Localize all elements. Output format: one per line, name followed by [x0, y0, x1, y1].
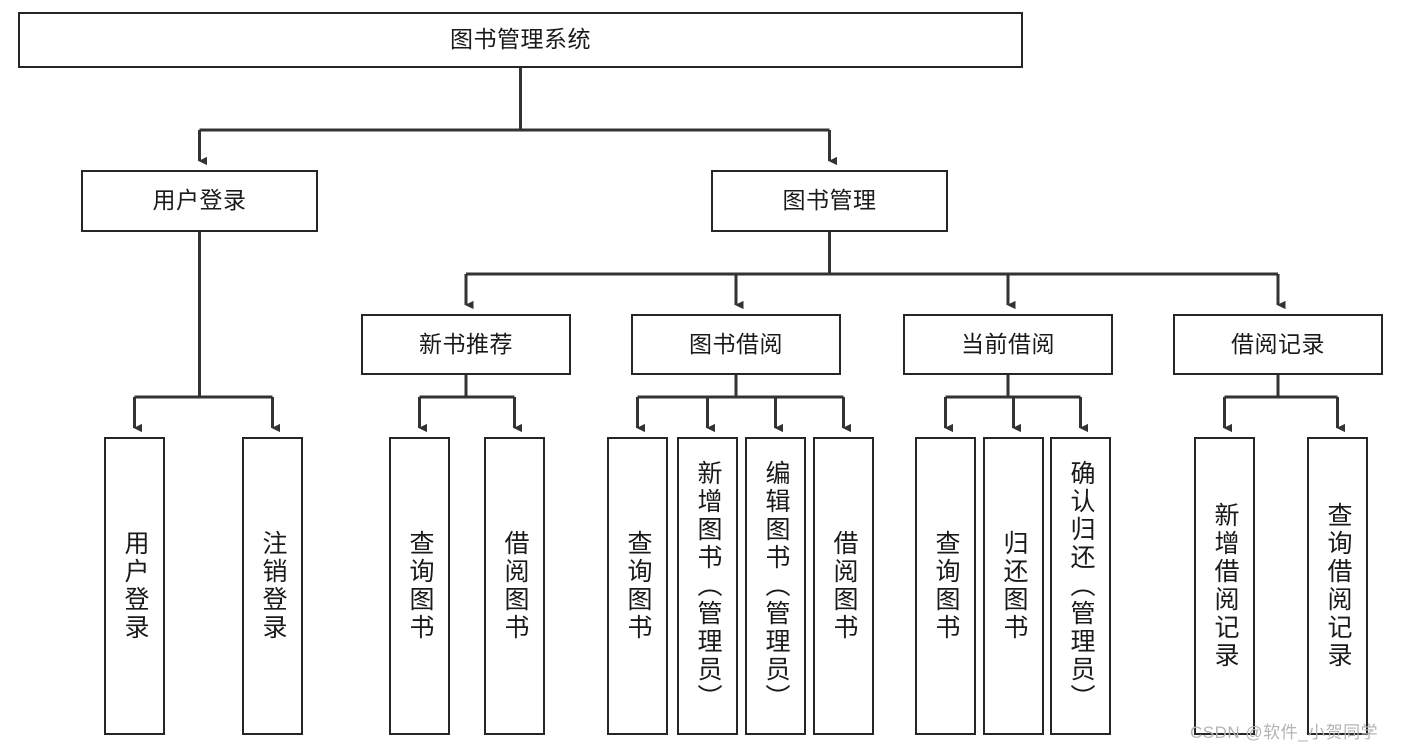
node-root[interactable]: 图书管理系统	[18, 12, 1023, 68]
node-label: 用户登录	[152, 187, 247, 214]
node-label: 查询图书	[624, 530, 652, 642]
node-leaf-query-book-1[interactable]: 查询图书	[389, 437, 450, 735]
node-label: 图书管理	[782, 187, 877, 214]
node-leaf-add-book[interactable]: 新增图书（管理员）	[677, 437, 738, 735]
node-label: 当前借阅	[961, 330, 1055, 357]
node-label: 注销登录	[259, 530, 287, 642]
edge-layer	[133, 68, 1346, 433]
node-label: 借阅记录	[1231, 330, 1325, 357]
node-leaf-edit-book[interactable]: 编辑图书（管理员）	[745, 437, 806, 735]
node-label: 查询借阅记录	[1324, 502, 1352, 670]
node-label: 用户登录	[121, 530, 149, 642]
node-label: 编辑图书（管理员）	[762, 460, 790, 712]
node-label: 借阅图书	[501, 530, 529, 642]
node-user-login[interactable]: 用户登录	[81, 170, 318, 232]
node-leaf-borrow-book-2[interactable]: 借阅图书	[813, 437, 874, 735]
node-leaf-query-record[interactable]: 查询借阅记录	[1307, 437, 1368, 735]
node-label: 图书借阅	[689, 330, 783, 357]
node-label: 归还图书	[1000, 530, 1028, 642]
node-book-borrow[interactable]: 图书借阅	[631, 314, 841, 375]
node-leaf-user-logout[interactable]: 注销登录	[242, 437, 303, 735]
node-label: 新书推荐	[419, 330, 513, 357]
node-label: 查询图书	[932, 530, 960, 642]
node-label: 借阅图书	[830, 530, 858, 642]
node-leaf-return-book[interactable]: 归还图书	[983, 437, 1044, 735]
node-label: 查询图书	[406, 530, 434, 642]
node-book-manage[interactable]: 图书管理	[711, 170, 948, 232]
node-leaf-query-book-2[interactable]: 查询图书	[607, 437, 668, 735]
node-label: 新增借阅记录	[1211, 502, 1239, 670]
node-leaf-add-record[interactable]: 新增借阅记录	[1194, 437, 1255, 735]
node-leaf-borrow-book-1[interactable]: 借阅图书	[484, 437, 545, 735]
node-leaf-query-book-3[interactable]: 查询图书	[915, 437, 976, 735]
node-leaf-confirm-return[interactable]: 确认归还（管理员）	[1050, 437, 1111, 735]
node-borrow-record[interactable]: 借阅记录	[1173, 314, 1383, 375]
node-label: 图书管理系统	[450, 26, 591, 53]
node-current-borrow[interactable]: 当前借阅	[903, 314, 1113, 375]
watermark-text: CSDN @软件_小贺同学	[1190, 723, 1379, 742]
node-label: 确认归还（管理员）	[1067, 460, 1095, 712]
node-label: 新增图书（管理员）	[694, 460, 722, 712]
node-new-book-rec[interactable]: 新书推荐	[361, 314, 571, 375]
node-leaf-user-login[interactable]: 用户登录	[104, 437, 165, 735]
